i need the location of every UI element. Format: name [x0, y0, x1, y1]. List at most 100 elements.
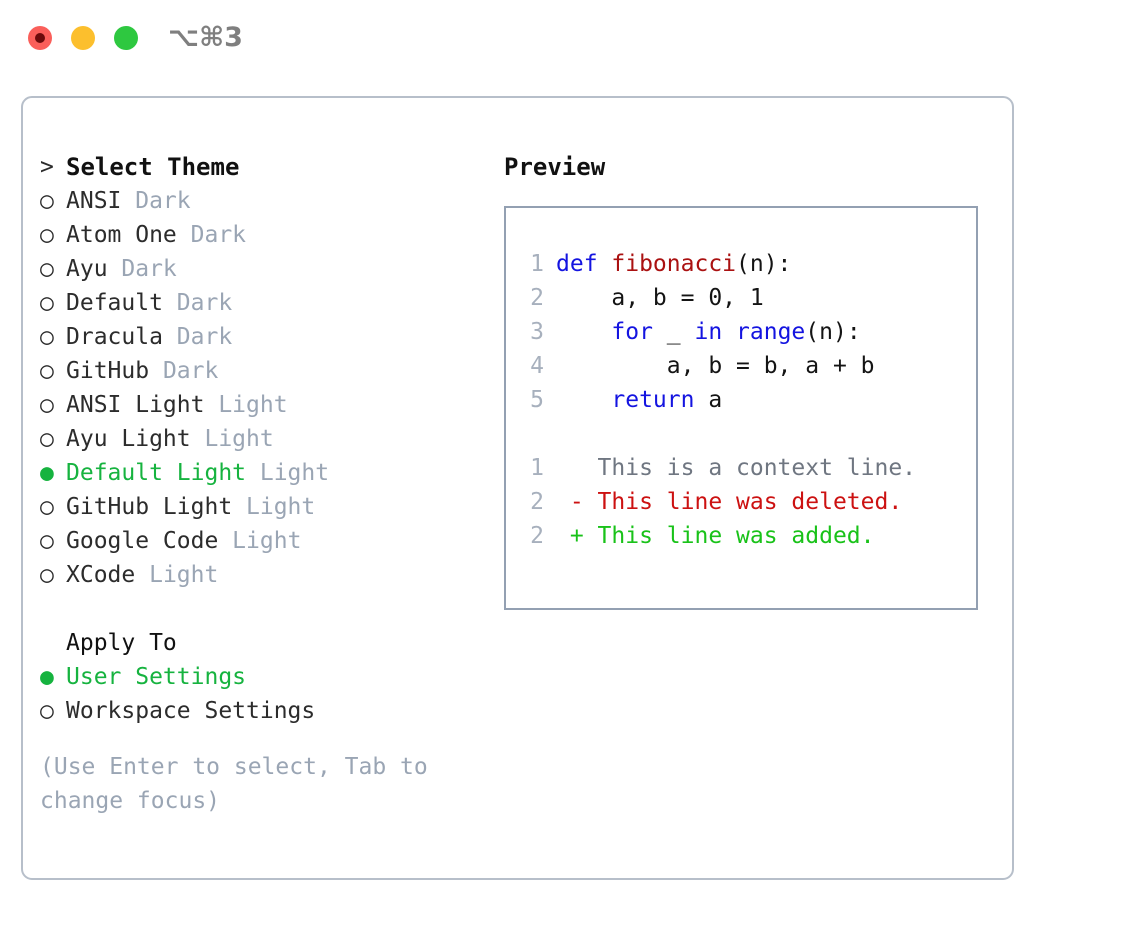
theme-variant-badge: Light	[246, 460, 330, 486]
theme-name: ANSI	[66, 188, 122, 214]
diff-line-text: This is a context line.	[556, 455, 917, 481]
apply-to-indent	[40, 626, 66, 660]
radio-selected-icon: ●	[40, 664, 54, 690]
code-line-text: a, b = 0, 1	[556, 281, 764, 315]
theme-name: Ayu	[66, 256, 108, 282]
theme-name: XCode	[66, 562, 136, 588]
code-line-text: return a	[556, 383, 722, 417]
page-title: Select Theme	[66, 153, 240, 181]
theme-name: Default Light	[66, 460, 247, 486]
theme-variant-badge: Dark	[176, 222, 247, 248]
apply-to-label: Apply To	[66, 630, 177, 656]
line-number: 1	[530, 251, 544, 277]
radio-unselected-icon: ○	[40, 392, 54, 418]
maximize-button[interactable]	[114, 26, 138, 50]
code-token	[722, 319, 736, 345]
line-number: 2	[530, 523, 544, 549]
theme-name: Google Code	[66, 528, 219, 554]
theme-name: GitHub	[66, 358, 150, 384]
minimize-button[interactable]	[71, 26, 95, 50]
theme-list-item[interactable]: ○ANSI Light Light	[40, 388, 480, 422]
theme-selector-panel: > Select Theme ○ANSI Dark○Atom One Dark○…	[21, 96, 1014, 880]
apply-to-option-label: Workspace Settings	[66, 698, 316, 724]
theme-name: GitHub Light	[66, 494, 233, 520]
theme-list-item[interactable]: ○ANSI Dark	[40, 184, 480, 218]
code-token: _	[652, 319, 695, 345]
apply-to-option[interactable]: ○ Workspace Settings	[40, 694, 480, 728]
radio-unselected-icon: ○	[40, 222, 54, 248]
theme-list-item[interactable]: ○ Ayu Light Light	[40, 422, 480, 456]
help-text: (Use Enter to select, Tab to change focu…	[40, 754, 442, 814]
code-token	[556, 319, 611, 345]
theme-list-item[interactable]: ○ Google Code Light	[40, 524, 480, 558]
radio-unselected-icon: ○	[40, 528, 54, 554]
diff-line-text: - This line was deleted.	[556, 489, 903, 515]
window-titlebar: ⌥⌘3	[0, 0, 1140, 76]
theme-variant-badge: Dark	[107, 256, 177, 282]
radio-unselected-icon: ○	[40, 290, 54, 316]
code-token: a, b = 0, 1	[556, 285, 764, 311]
diff-block: 1 This is a context line. 2 - This line w…	[516, 451, 970, 553]
theme-chooser: > Select Theme ○ANSI Dark○Atom One Dark○…	[40, 150, 480, 818]
theme-variant-badge: Dark	[162, 290, 233, 316]
preview-title: Preview	[504, 153, 606, 181]
radio-unselected-icon: ○	[40, 562, 54, 588]
theme-list-item[interactable]: ○ Default Dark	[40, 286, 480, 320]
code-line: 3 for _ in range(n):	[516, 315, 970, 349]
line-number: 3	[530, 319, 544, 345]
apply-to-header: Apply To	[40, 626, 480, 660]
radio-selected-icon: ●	[40, 460, 54, 486]
line-number: 5	[530, 387, 544, 413]
radio-unselected-icon: ○	[40, 324, 54, 350]
code-token	[556, 387, 611, 413]
theme-list-item[interactable]: ○ XCode Light	[40, 558, 480, 592]
theme-variant-badge: Light	[190, 426, 274, 452]
theme-list-item[interactable]: ○ GitHub Light Light	[40, 490, 480, 524]
code-token: a, b = b, a + b	[556, 353, 875, 379]
theme-list-item[interactable]: ● Default Light Light	[40, 456, 480, 490]
theme-name: Ayu Light	[66, 426, 191, 452]
code-token: in	[694, 319, 723, 345]
code-token: range	[736, 319, 806, 345]
code-token: a	[694, 387, 723, 413]
radio-unselected-icon: ○	[40, 494, 54, 520]
code-line: 5 return a	[516, 383, 970, 417]
code-token: fibonacci	[611, 251, 737, 277]
select-theme-header: > Select Theme	[40, 150, 480, 184]
close-button[interactable]	[28, 26, 52, 50]
diff-line: 2 + This line was added.	[516, 519, 970, 553]
code-token: return	[611, 387, 695, 413]
code-line: 2 a, b = 0, 1	[516, 281, 970, 315]
diff-line: 1 This is a context line.	[516, 451, 970, 485]
theme-list-item[interactable]: ○ Atom One Dark	[40, 218, 480, 252]
line-number: 2	[530, 489, 544, 515]
theme-variant-badge: Light	[218, 528, 302, 554]
keyboard-shortcut-label: ⌥⌘3	[168, 22, 243, 53]
theme-name: Dracula	[66, 324, 163, 350]
theme-variant-badge: Light	[204, 392, 288, 418]
radio-unselected-icon: ○	[40, 426, 54, 452]
theme-name: Atom One	[66, 222, 177, 248]
code-line-text: def fibonacci(n):	[556, 247, 791, 281]
radio-unselected-icon: ○	[40, 188, 54, 214]
theme-variant-badge: Light	[232, 494, 316, 520]
theme-variant-badge: Light	[135, 562, 219, 588]
theme-list: ○ANSI Dark○Atom One Dark○Ayu Dark○Defaul…	[40, 184, 480, 592]
code-diff-separator	[516, 417, 970, 451]
apply-to-options: ●User Settings ○ Workspace Settings	[40, 660, 480, 728]
theme-variant-badge: Dark	[162, 324, 233, 350]
theme-list-item[interactable]: ○ Dracula Dark	[40, 320, 480, 354]
apply-to-option[interactable]: ●User Settings	[40, 660, 480, 694]
code-token: (n):	[805, 319, 861, 345]
radio-unselected-icon: ○	[40, 698, 54, 724]
theme-list-item[interactable]: ○GitHub Dark	[40, 354, 480, 388]
theme-variant-badge: Dark	[149, 358, 219, 384]
theme-list-item[interactable]: ○Ayu Dark	[40, 252, 480, 286]
code-line-text: a, b = b, a + b	[556, 349, 875, 383]
line-number: 1	[530, 455, 544, 481]
theme-name: Default	[66, 290, 163, 316]
diff-line-text: + This line was added.	[556, 523, 875, 549]
